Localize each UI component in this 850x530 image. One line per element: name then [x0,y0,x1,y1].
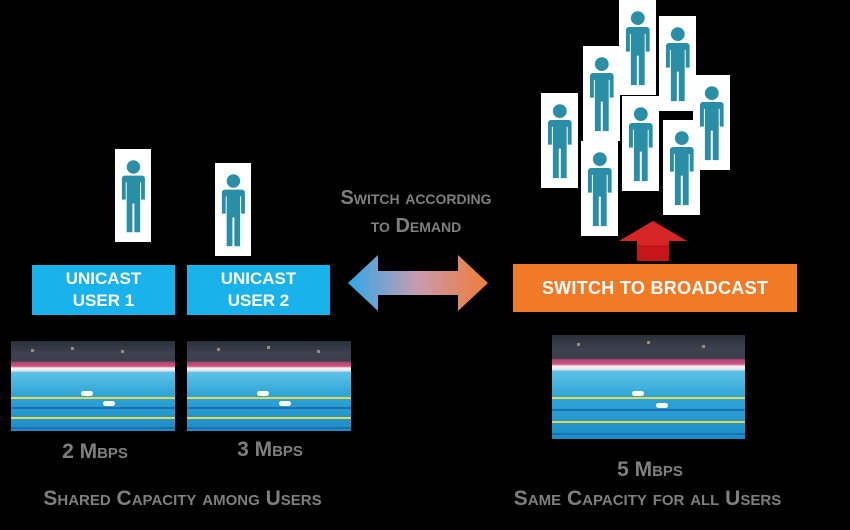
switch-to-broadcast-label: SWITCH TO BROADCAST [513,264,797,312]
person-icon [583,46,620,141]
person-icon [663,120,700,215]
swimming-video-thumbnail [552,335,745,439]
up-arrow-icon [619,221,687,261]
unicast-user-1-label: UNICAST USER 1 [32,265,175,315]
person-icon [215,163,251,256]
shared-capacity-caption: Shared Capacity among Users [43,487,322,510]
unicast-user-1-line2: USER 1 [72,291,135,310]
person-icon [619,0,656,95]
switch-according-line2: to Demand [370,215,462,237]
switch-to-broadcast-text: SWITCH TO BROADCAST [541,278,769,298]
unicast-user-2-label: UNICAST USER 2 [187,265,330,315]
swimming-video-thumbnail [187,341,351,431]
person-icon [115,149,151,242]
person-icon [581,141,618,236]
double-arrow-icon [348,255,488,311]
switch-according-line1: Switch according [340,187,492,209]
person-icon [659,16,696,111]
same-capacity-caption: Same Capacity for all Users [513,487,782,510]
person-icon [541,93,578,188]
rate-broadcast: 5 Mbps [617,458,683,481]
unicast-user-2-line2: USER 2 [227,291,290,310]
unicast-user-2-line1: UNICAST [220,269,297,288]
rate-user-1: 2 Mbps [62,440,128,463]
unicast-user-1-line1: UNICAST [65,269,142,288]
rate-user-2: 3 Mbps [237,438,303,461]
swimming-video-thumbnail [11,341,175,431]
person-icon [622,96,659,191]
